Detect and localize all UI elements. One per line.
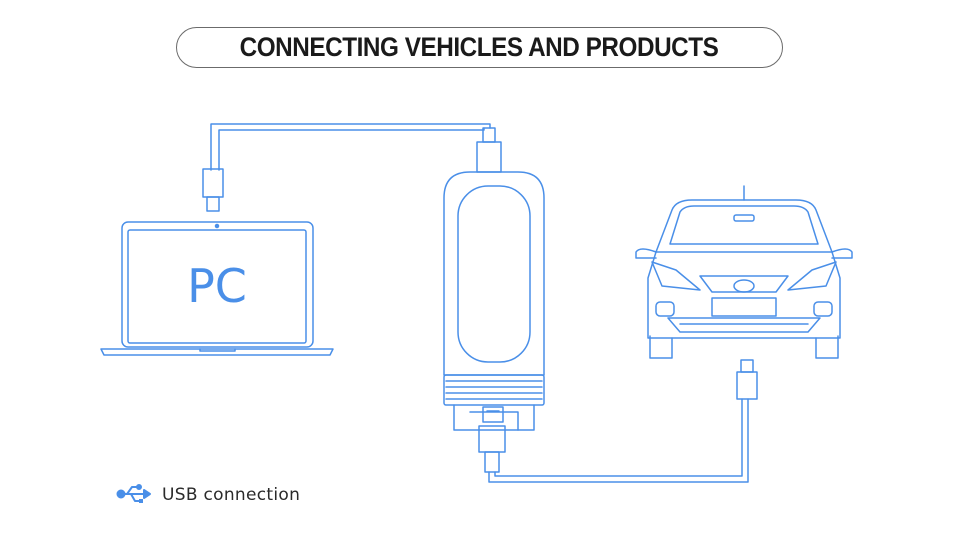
- laptop-icon: [100, 221, 334, 356]
- usb-plug-car: [736, 371, 758, 400]
- usb-plug-pc: [202, 168, 224, 198]
- usb-cable-pc: [202, 123, 502, 212]
- page-title: CONNECTING VEHICLES AND PRODUCTS: [240, 32, 719, 62]
- usb-icon: [116, 484, 151, 503]
- legend-label: USB connection: [162, 485, 301, 505]
- usb-plug-adapter: [476, 141, 502, 173]
- pc-label: PC: [187, 259, 247, 313]
- title-banner: CONNECTING VEHICLES AND PRODUCTS: [176, 27, 783, 68]
- usb-cable-car: [478, 359, 758, 483]
- legend: USB connection: [116, 484, 300, 506]
- car-icon: [635, 185, 853, 359]
- obd-adapter-icon: [443, 171, 545, 431]
